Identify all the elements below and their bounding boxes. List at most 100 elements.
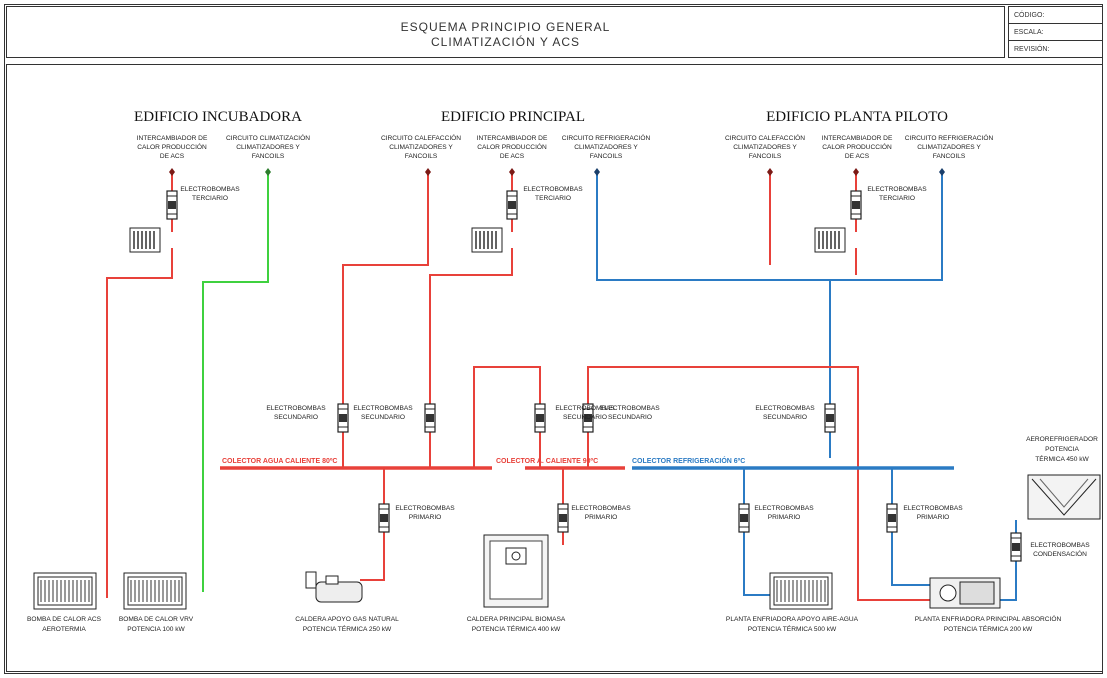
pump-primario-gas-icon (378, 503, 390, 533)
pipe-loop-90 (473, 366, 541, 468)
pump-label-pri: ELECTROBOMBAS TERCIARIO (523, 186, 583, 202)
pump-primario-abs-icon (886, 503, 898, 533)
svg-text:CIRCUITO CALEFACCIÓN: CIRCUITO CALEFACCIÓN (381, 133, 461, 142)
svg-text:POTENCIA: POTENCIA (1045, 446, 1079, 453)
svg-text:SECUNDARIO: SECUNDARIO (274, 414, 318, 421)
heat-exchanger-pil (814, 227, 846, 253)
svg-text:ELECTROBOMBAS: ELECTROBOMBAS (600, 405, 660, 412)
pump-secundario-5-icon (824, 403, 836, 433)
collector-hot80-label: COLECTOR AGUA CALIENTE 80ºC (222, 458, 337, 465)
svg-text:PLANTA ENFRIADORA APOYO AIRE-A: PLANTA ENFRIADORA APOYO AIRE-AGUA (726, 616, 859, 623)
pump-label-prim-apoyo: ELECTROBOMBAS PRIMARIO (754, 505, 814, 521)
svg-text:BOMBA DE CALOR ACS: BOMBA DE CALOR ACS (27, 616, 102, 623)
svg-text:CONDENSACIÓN: CONDENSACIÓN (1033, 549, 1087, 558)
heat-exchanger-inc (129, 227, 161, 253)
gas-boiler: CALDERA APOYO GAS NATURAL POTENCIA TÉRMI… (295, 571, 399, 633)
svg-text:TERCIARIO: TERCIARIO (879, 195, 915, 202)
svg-text:ELECTROBOMBAS: ELECTROBOMBAS (1030, 542, 1090, 549)
diagram-subtitle: CLIMATIZACIÓN Y ACS (430, 35, 581, 49)
svg-text:POTENCIA 100 kW: POTENCIA 100 kW (127, 626, 185, 633)
pump-terciario-pil-icon (850, 190, 862, 220)
svg-text:SECUNDARIO: SECUNDARIO (361, 414, 405, 421)
label-pil-ref: CIRCUITO REFRIGERACIÓN CLIMATIZADORES Y … (905, 133, 994, 160)
svg-text:ELECTROBOMBAS: ELECTROBOMBAS (395, 505, 455, 512)
svg-text:ELECTROBOMBAS: ELECTROBOMBAS (353, 405, 413, 412)
building-piloto: EDIFICIO PLANTA PILOTO (766, 109, 948, 125)
svg-text:CIRCUITO CLIMATIZACIÓN: CIRCUITO CLIMATIZACIÓN (226, 133, 310, 142)
svg-text:FANCOILS: FANCOILS (933, 153, 966, 160)
pipe-pil-ref (830, 172, 943, 281)
svg-text:CLIMATIZADORES Y: CLIMATIZADORES Y (389, 144, 453, 151)
svg-text:CALDERA APOYO GAS NATURAL: CALDERA APOYO GAS NATURAL (295, 616, 399, 623)
pump-secundario-1-icon (337, 403, 349, 433)
dry-cooler: AEROREFRIGERADOR POTENCIA TÉRMICA 450 kW (1026, 436, 1101, 520)
label-pri-ref: CIRCUITO REFRIGERACIÓN CLIMATIZADORES Y … (562, 133, 651, 160)
heat-pump-vrv: BOMBA DE CALOR VRV POTENCIA 100 kW (119, 572, 194, 633)
svg-text:INTERCAMBIADOR DE: INTERCAMBIADOR DE (822, 135, 893, 142)
pump-label-inc: ELECTROBOMBAS TERCIARIO (180, 186, 240, 202)
label-pil-cal: CIRCUITO CALEFACCIÓN CLIMATIZADORES Y FA… (725, 133, 805, 160)
svg-text:PRIMARIO: PRIMARIO (409, 514, 442, 521)
svg-text:POTENCIA TÉRMICA 500 kW: POTENCIA TÉRMICA 500 kW (748, 624, 837, 633)
svg-text:CALOR PRODUCCIÓN: CALOR PRODUCCIÓN (137, 142, 207, 151)
drawing-area (6, 64, 1103, 672)
svg-text:PLANTA ENFRIADORA PRINCIPAL AB: PLANTA ENFRIADORA PRINCIPAL ABSORCIÓN (915, 614, 1062, 623)
label-pri-cal: CIRCUITO CALEFACCIÓN CLIMATIZADORES Y FA… (381, 133, 461, 160)
pump-label-sec-4: ELECTROBOMBAS SECUNDARIO (600, 405, 660, 421)
svg-text:PRIMARIO: PRIMARIO (917, 514, 950, 521)
svg-text:SECUNDARIO: SECUNDARIO (563, 414, 607, 421)
svg-text:DE ACS: DE ACS (160, 153, 185, 160)
pump-terciario-inc-icon (166, 190, 178, 220)
diagram-title: ESQUEMA PRINCIPIO GENERAL (400, 20, 611, 34)
svg-text:CIRCUITO REFRIGERACIÓN: CIRCUITO REFRIGERACIÓN (905, 133, 994, 142)
pipe-vrv-green (202, 172, 269, 592)
pump-label-sec-2: ELECTROBOMBAS SECUNDARIO (353, 405, 413, 421)
pump-label-prim-gas: ELECTROBOMBAS PRIMARIO (395, 505, 455, 521)
svg-text:CALOR PRODUCCIÓN: CALOR PRODUCCIÓN (477, 142, 547, 151)
svg-text:FANCOILS: FANCOILS (590, 153, 623, 160)
pipe-absorcion-hot (587, 366, 930, 601)
building-incubadora: EDIFICIO INCUBADORA (134, 109, 302, 125)
svg-text:ELECTROBOMBAS: ELECTROBOMBAS (571, 505, 631, 512)
collector-hot90-label: COLECTOR A. CALIENTE 90ºC (496, 458, 598, 465)
svg-text:TERCIARIO: TERCIARIO (535, 195, 571, 202)
svg-text:POTENCIA TÉRMICA 200 kW: POTENCIA TÉRMICA 200 kW (944, 624, 1033, 633)
pump-label-sec-5: ELECTROBOMBAS SECUNDARIO (755, 405, 815, 421)
svg-text:FANCOILS: FANCOILS (405, 153, 438, 160)
absorption-chiller: PLANTA ENFRIADORA PRINCIPAL ABSORCIÓN PO… (915, 577, 1062, 633)
svg-text:ELECTROBOMBAS: ELECTROBOMBAS (867, 186, 927, 193)
svg-text:TÉRMICA 450 kW: TÉRMICA 450 kW (1035, 454, 1089, 463)
svg-text:CALDERA PRINCIPAL BIOMASA: CALDERA PRINCIPAL BIOMASA (467, 616, 566, 623)
svg-text:CIRCUITO CALEFACCIÓN: CIRCUITO CALEFACCIÓN (725, 133, 805, 142)
pump-primario-apoyo-icon (738, 503, 750, 533)
svg-text:PRIMARIO: PRIMARIO (768, 514, 801, 521)
svg-text:ELECTROBOMBAS: ELECTROBOMBAS (180, 186, 240, 193)
pump-primario-bio-icon (557, 503, 569, 533)
collector-cold-label: COLECTOR REFRIGERACIÓN 6ºC (632, 456, 745, 465)
svg-text:AEROREFRIGERADOR: AEROREFRIGERADOR (1026, 436, 1098, 443)
svg-text:ELECTROBOMBAS: ELECTROBOMBAS (266, 405, 326, 412)
svg-text:AEROTERMIA: AEROTERMIA (42, 626, 86, 633)
escala-field: ESCALA: (1009, 24, 1102, 41)
building-principal: EDIFICIO PRINCIPAL (441, 109, 585, 125)
svg-text:BOMBA DE CALOR VRV: BOMBA DE CALOR VRV (119, 616, 194, 623)
pipe-pri-cal (342, 172, 429, 468)
pump-symbols (166, 190, 1022, 562)
pipe-pri-acs (429, 248, 513, 468)
svg-text:CLIMATIZADORES Y: CLIMATIZADORES Y (917, 144, 981, 151)
label-pri-acs: INTERCAMBIADOR DE CALOR PRODUCCIÓN DE AC… (477, 135, 548, 160)
svg-text:ELECTROBOMBAS: ELECTROBOMBAS (523, 186, 583, 193)
svg-text:PRIMARIO: PRIMARIO (585, 514, 618, 521)
pipe-pri-ref (596, 172, 831, 458)
pump-label-sec-3: ELECTROBOMBAS SECUNDARIO (555, 405, 615, 421)
svg-text:INTERCAMBIADOR DE: INTERCAMBIADOR DE (477, 135, 548, 142)
label-pil-acs: INTERCAMBIADOR DE CALOR PRODUCCIÓN DE AC… (822, 135, 893, 160)
pump-label-condensacion: ELECTROBOMBAS CONDENSACIÓN (1030, 542, 1090, 558)
svg-text:DE ACS: DE ACS (500, 153, 525, 160)
revision-field: REVISIÓN: (1014, 46, 1050, 53)
pipe-absorcion-cold (891, 468, 930, 586)
svg-text:POTENCIA TÉRMICA 400 kW: POTENCIA TÉRMICA 400 kW (472, 624, 561, 633)
pipe-acs-heatpump (106, 248, 173, 598)
svg-text:CIRCUITO REFRIGERACIÓN: CIRCUITO REFRIGERACIÓN (562, 133, 651, 142)
label-inc-acs: INTERCAMBIADOR DE CALOR PRODUCCIÓN DE AC… (137, 135, 208, 160)
